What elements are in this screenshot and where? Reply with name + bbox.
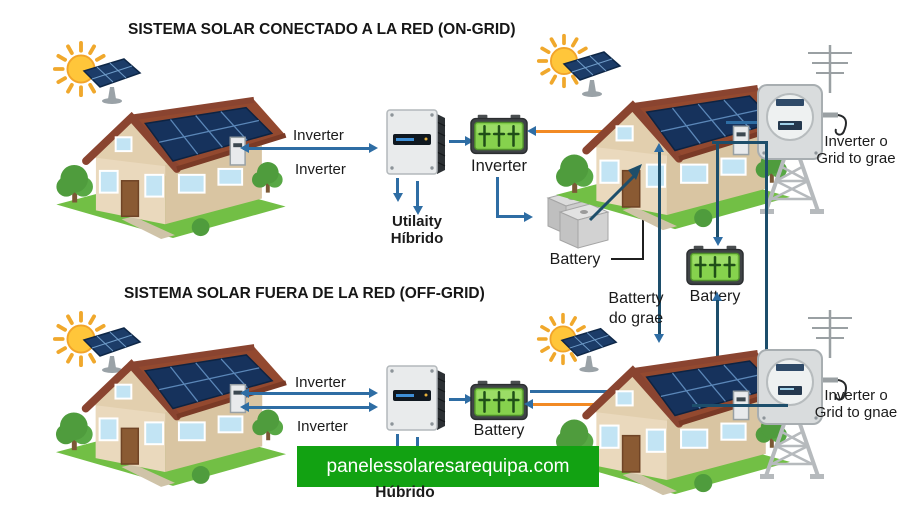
house-illustration bbox=[52, 326, 290, 492]
string-inverter-label: Inverter bbox=[471, 157, 527, 175]
arrowhead bbox=[369, 402, 378, 412]
navy-wire bbox=[712, 141, 768, 144]
wire bbox=[496, 177, 499, 218]
green-battery-inverter-icon bbox=[470, 114, 528, 156]
arrowhead bbox=[712, 292, 722, 301]
inverter-flow-label: Inverter bbox=[295, 374, 346, 391]
watermark-banner: panelessolaresarequipa.com bbox=[297, 446, 599, 487]
arrowhead bbox=[524, 212, 533, 222]
inverter-flow-label: Inverter bbox=[297, 418, 348, 435]
inverter-device-icon bbox=[384, 106, 450, 178]
navy-wire bbox=[692, 404, 788, 407]
flow-arrow bbox=[243, 392, 371, 395]
grid-meter-label: Inverter o Grid to gnae bbox=[814, 387, 898, 422]
battery-feed-label: Batterty do grae bbox=[608, 290, 664, 327]
arrowhead bbox=[369, 143, 378, 153]
on-grid-title: SISTEMA SOLAR CONECTADO A LA RED (ON-GRI… bbox=[128, 21, 516, 38]
arrowhead bbox=[713, 237, 723, 246]
inverter-flow-label: Inverter bbox=[295, 161, 346, 178]
wire bbox=[496, 215, 526, 218]
watermark-text: panelessolaresarequipa.com bbox=[326, 455, 570, 477]
wire bbox=[416, 437, 419, 447]
navy-wire bbox=[716, 144, 719, 239]
wire bbox=[416, 181, 419, 207]
diagonal-flow-arrow bbox=[588, 164, 642, 222]
wire bbox=[396, 178, 399, 194]
flow-arrow bbox=[243, 406, 371, 409]
grid-meter-label: Inverter o Grid to grae bbox=[816, 133, 896, 168]
inverter-device-icon bbox=[384, 362, 450, 434]
arrowhead bbox=[465, 394, 474, 404]
green-battery-icon bbox=[470, 380, 528, 422]
hybrid-label: Húbrido bbox=[375, 484, 435, 501]
orange-wire bbox=[533, 130, 646, 133]
utility-hybrid-label: Utilaity Híbrido bbox=[390, 213, 444, 248]
navy-wire bbox=[716, 300, 719, 406]
orange-wire bbox=[530, 403, 652, 406]
navy-wire bbox=[765, 141, 768, 407]
off-grid-title: SISTEMA SOLAR FUERA DE LA RED (OFF-GRID) bbox=[124, 285, 485, 302]
wire bbox=[396, 434, 399, 446]
black-wire bbox=[611, 258, 644, 260]
flow-arrow bbox=[449, 140, 467, 143]
arrowhead bbox=[369, 388, 378, 398]
house-illustration bbox=[52, 80, 290, 243]
inverter-flow-label: Inverter bbox=[293, 127, 344, 144]
flow-arrow bbox=[726, 121, 762, 124]
navy-wire bbox=[658, 152, 661, 336]
arrowhead bbox=[524, 399, 533, 409]
battery-label: Battery bbox=[473, 422, 525, 439]
flow-arrow bbox=[449, 398, 467, 401]
green-battery-icon bbox=[686, 245, 744, 287]
arrowhead bbox=[240, 143, 249, 153]
arrowhead bbox=[465, 136, 474, 146]
arrowhead bbox=[240, 388, 249, 398]
arrowhead bbox=[393, 193, 403, 202]
arrowhead bbox=[527, 126, 536, 136]
arrowhead bbox=[240, 402, 249, 412]
arrowhead bbox=[654, 334, 664, 343]
flow-arrow bbox=[530, 390, 620, 393]
battery-bank-label: Battery bbox=[549, 251, 601, 268]
arrowhead bbox=[413, 206, 423, 215]
flow-arrow bbox=[243, 147, 371, 150]
arrowhead bbox=[654, 143, 664, 152]
